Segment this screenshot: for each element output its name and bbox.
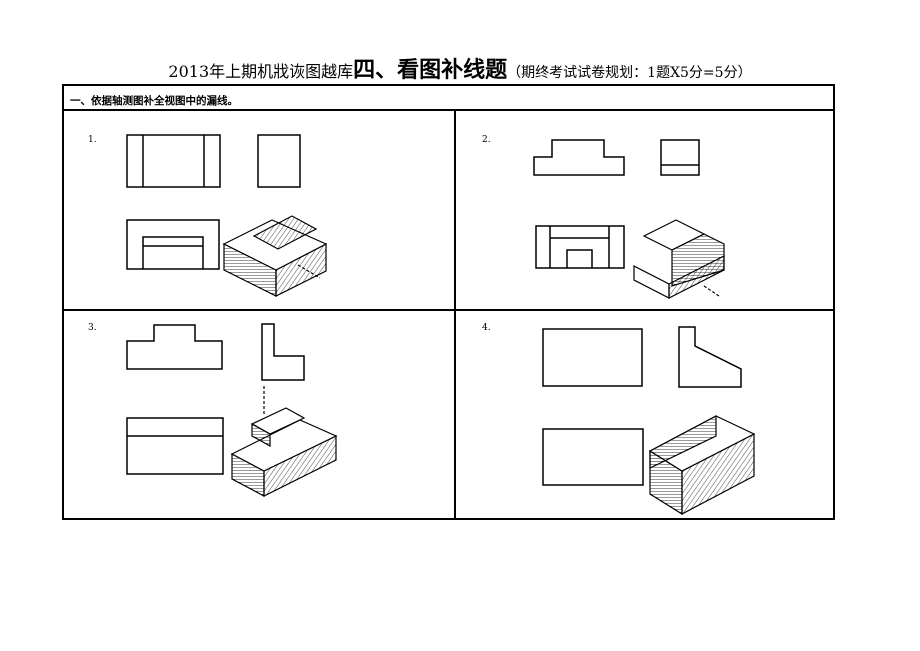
p3-isometric-view xyxy=(230,386,338,497)
p1-isometric-view xyxy=(222,215,328,297)
vertical-divider xyxy=(454,111,456,519)
problem-number-2: 2. xyxy=(482,135,491,145)
exercise-sheet: 一、依据轴测图补全视图中的漏线。 1. 2. 3. 4. xyxy=(62,84,835,520)
problem-1-drawing xyxy=(126,134,328,297)
title-lead: 2013年上期机戕诙图越库 xyxy=(168,62,354,81)
problem-4-drawing xyxy=(542,326,756,516)
p4-isometric-view xyxy=(648,415,756,516)
p3-top-view xyxy=(126,417,224,475)
p2-front-view xyxy=(533,139,625,176)
problem-3-drawing xyxy=(126,323,338,497)
p2-isometric-view xyxy=(633,219,725,299)
p1-side-view xyxy=(257,134,301,188)
p4-front-view xyxy=(542,328,643,387)
title-main: 四、看图补线题 xyxy=(353,58,508,83)
problem-number-4: 4. xyxy=(482,323,491,333)
p4-side-view xyxy=(678,326,742,388)
problem-number-1: 1. xyxy=(88,135,97,145)
p2-side-view xyxy=(660,139,700,176)
p4-top-view xyxy=(542,428,644,486)
problem-number-3: 3. xyxy=(88,323,97,333)
problem-2-drawing xyxy=(533,139,725,299)
instruction-row: 一、依据轴测图补全视图中的漏线。 xyxy=(64,86,833,111)
p2-top-view xyxy=(535,225,625,269)
p1-front-view xyxy=(126,134,221,188)
p1-top-view xyxy=(126,219,220,270)
p3-front-view xyxy=(126,324,223,370)
p3-side-view xyxy=(261,323,305,381)
horizontal-divider xyxy=(64,309,833,311)
title-note: （期终考试试卷规划：1题X5分=5分） xyxy=(507,65,752,81)
page-title: 2013年上期机戕诙图越库四、看图补线题（期终考试试卷规划：1题X5分=5分） xyxy=(0,52,920,84)
drawings xyxy=(126,134,756,516)
